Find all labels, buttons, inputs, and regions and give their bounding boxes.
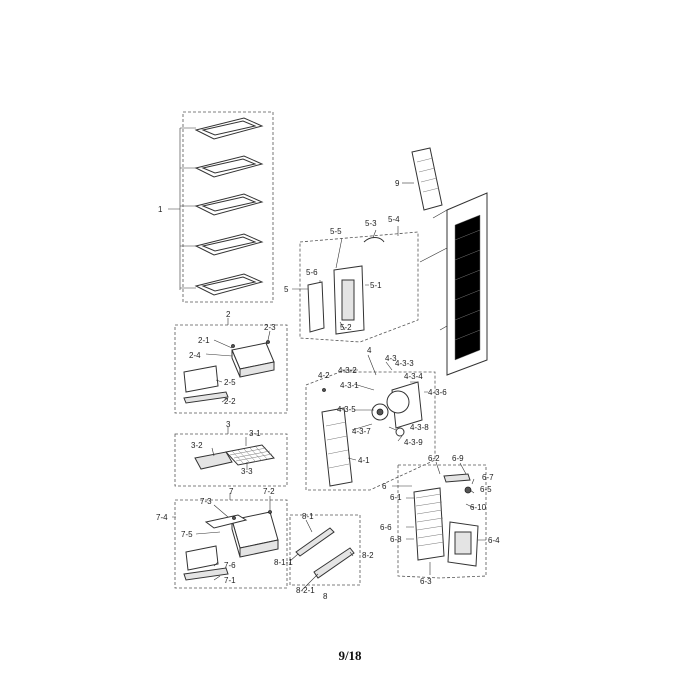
callout-5-5: 5-5 <box>330 227 342 236</box>
callout-4-3: 4-3 <box>385 354 397 363</box>
callout-6-2: 6-2 <box>428 454 440 463</box>
callout-6-3: 6-3 <box>420 577 432 586</box>
drawer-screw <box>231 344 235 348</box>
drawer-7-group: 7 7-2 7-3 7-4 7-5 7-6 7-1 <box>156 487 288 589</box>
callout-8-1: 8-1 <box>302 512 314 521</box>
evaporator-cover-window <box>454 531 472 555</box>
hinge-bracket <box>411 147 443 211</box>
callout-4-3-1: 4-3-1 <box>340 381 359 390</box>
tray-grid <box>225 444 275 466</box>
cabinet-outline <box>419 192 488 376</box>
callout-4-3-3: 4-3-3 <box>395 359 414 368</box>
lower-drawer-clip <box>268 510 272 514</box>
callout-4-3-6: 4-3-6 <box>428 388 447 397</box>
callout-6-4: 6-4 <box>488 536 500 545</box>
callout-3-3: 3-3 <box>241 467 253 476</box>
fan-blade <box>386 390 410 414</box>
callout-6-7: 6-7 <box>482 473 494 482</box>
callout-3-1: 3-1 <box>249 429 261 438</box>
callout-8: 8 <box>323 592 328 601</box>
callout-5-3: 5-3 <box>365 219 377 228</box>
evaporator-harness <box>443 473 471 483</box>
callout-6-8: 6-8 <box>390 535 402 544</box>
shelf-group: 1 <box>158 111 274 303</box>
drawer-clip <box>266 340 270 344</box>
tray-3-group: 3 3-1 3-2 3-3 <box>174 420 288 487</box>
callout-4-3-7: 4-3-7 <box>352 427 371 436</box>
callout-5-6: 5-6 <box>306 268 318 277</box>
evaporator-sensor <box>464 486 472 494</box>
callout-2-1: 2-1 <box>198 336 210 345</box>
evaporator-6-group: 6-2 6-9 6 6-7 6-1 6-5 6-10 6-6 6-8 6-4 6… <box>380 454 500 586</box>
callout-7-6: 7-6 <box>224 561 236 570</box>
callout-5-2: 5-2 <box>340 323 352 332</box>
callout-5: 5 <box>284 285 289 294</box>
callout-6-10: 6-10 <box>470 503 487 512</box>
callout-8-2: 8-2 <box>362 551 374 560</box>
fan-grommet <box>395 427 405 437</box>
shelf-5 <box>194 273 264 296</box>
callout-6-6: 6-6 <box>380 523 392 532</box>
callout-7-4: 7-4 <box>156 513 168 522</box>
callout-2-5: 2-5 <box>224 378 236 387</box>
drawer-front-trim <box>183 391 229 404</box>
callout-3-2: 3-2 <box>191 441 203 450</box>
lower-drawer-bin <box>204 511 279 558</box>
callout-7-3: 7-3 <box>200 497 212 506</box>
fan-cover <box>321 407 353 487</box>
callout-4-3-9: 4-3-9 <box>404 438 423 447</box>
page-number: 9/18 <box>338 648 362 663</box>
callout-7-2: 7-2 <box>263 487 275 496</box>
tray-cover <box>194 451 233 470</box>
callout-2: 2 <box>226 310 231 319</box>
callout-6-9: 6-9 <box>452 454 464 463</box>
callout-6-1: 6-1 <box>390 493 402 502</box>
callout-4: 4 <box>367 346 372 355</box>
part-9-group: 9 <box>395 147 443 211</box>
callout-4-3-2: 4-3-2 <box>338 366 357 375</box>
shelf-2 <box>194 155 264 178</box>
callout-7-1: 7-1 <box>224 576 236 585</box>
rail-8-group: 8-1 8-1-1 8-2 8-2-1 8 <box>274 512 374 601</box>
lower-drawer-front-trim <box>183 567 229 581</box>
drawer-2-group: 2 2-3 2-1 2-4 2-5 2-2 <box>174 310 288 414</box>
callout-4-2: 4-2 <box>318 371 330 380</box>
callout-1: 1 <box>158 205 163 214</box>
shelf-3 <box>194 193 264 216</box>
callout-9: 9 <box>395 179 400 188</box>
callout-7-5: 7-5 <box>181 530 193 539</box>
drawer-cover <box>183 365 219 393</box>
drawer-bin <box>231 342 275 378</box>
filter-cap <box>307 281 325 333</box>
fan-shaft <box>376 408 384 416</box>
callout-8-2-1: 8-2-1 <box>296 586 315 595</box>
shelf-1 <box>194 117 264 140</box>
lower-drawer-cover <box>185 545 219 571</box>
rail-part-8-1 <box>295 527 335 557</box>
callout-4-3-5: 4-3-5 <box>337 405 356 414</box>
callout-2-4: 2-4 <box>189 351 201 360</box>
callout-4-3-4: 4-3-4 <box>404 372 423 381</box>
evaporator-coil <box>413 487 445 561</box>
rail-part-8-2 <box>313 547 355 579</box>
shelf-4 <box>194 233 264 256</box>
fan-4-group: 4 4-3 4-3-2 4-3-3 4-2 4-3-4 4-3-1 4-3-6 … <box>305 346 447 491</box>
callout-2-3: 2-3 <box>264 323 276 332</box>
fan-screw <box>322 388 326 392</box>
filter-window <box>341 279 355 321</box>
callout-6-5: 6-5 <box>480 485 492 494</box>
callout-4-1: 4-1 <box>358 456 370 465</box>
callout-2-2: 2-2 <box>224 397 236 406</box>
callout-5-1: 5-1 <box>370 281 382 290</box>
callout-7: 7 <box>229 487 234 496</box>
callout-5-4: 5-4 <box>388 215 400 224</box>
callout-3: 3 <box>226 420 231 429</box>
filter-5-group: 5-5 5-3 5-4 5-6 5 5-1 5-2 <box>284 215 419 343</box>
lower-drawer-screw <box>232 516 236 520</box>
callout-8-1-1: 8-1-1 <box>274 558 293 567</box>
filter-clip <box>363 237 385 243</box>
callout-6: 6 <box>382 482 387 491</box>
callout-4-3-8: 4-3-8 <box>410 423 429 432</box>
